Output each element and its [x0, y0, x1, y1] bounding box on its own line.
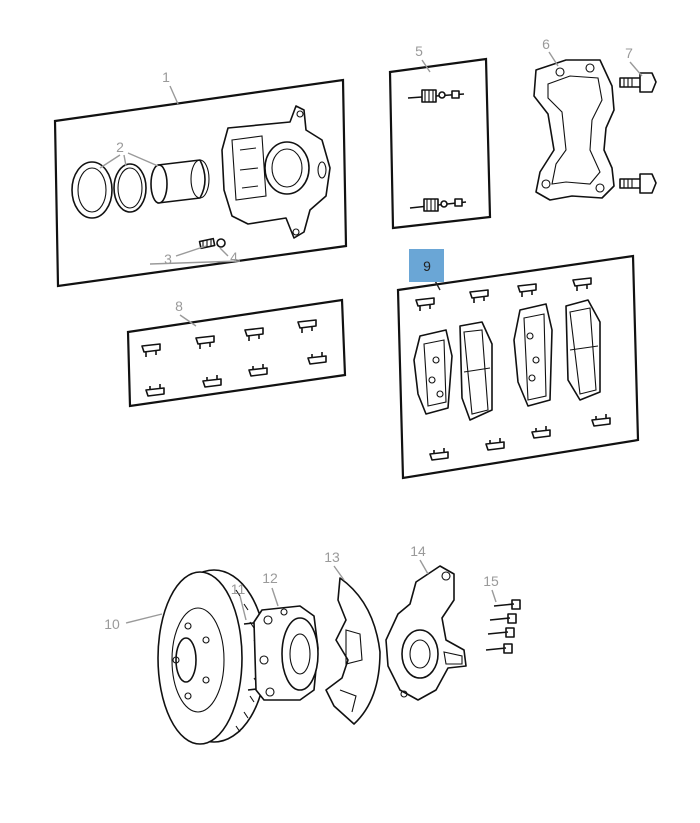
callout-9-highlight [409, 249, 444, 282]
steering-knuckle[interactable] [385, 565, 467, 701]
guide-pin-kit-group[interactable] [388, 57, 492, 230]
callout-1[interactable]: 1 [162, 69, 170, 85]
bracket-bolt-upper [619, 72, 657, 93]
brake-pad-outer-left [413, 329, 453, 415]
splash-shield[interactable] [325, 577, 381, 725]
clip-kit-group[interactable] [126, 298, 347, 408]
piston-seal-inner [113, 163, 147, 213]
bracket-bolt-lower [619, 173, 657, 194]
bracket-bolts[interactable] [619, 72, 657, 194]
guide-pin-panel [388, 57, 492, 230]
brake-pad-kit-group[interactable] [396, 254, 640, 480]
callout-3[interactable]: 3 [164, 251, 172, 267]
callout-5[interactable]: 5 [415, 43, 423, 59]
callout-15[interactable]: 15 [483, 573, 499, 589]
clip-set-9 [415, 277, 611, 461]
brake-pad-outer-right [513, 303, 553, 407]
caliper-group[interactable] [53, 78, 348, 288]
callout-14[interactable]: 14 [410, 543, 426, 559]
callout-7[interactable]: 7 [625, 45, 633, 61]
guide-pin-upper [407, 89, 465, 103]
clip-set-8 [141, 319, 327, 397]
callout-2[interactable]: 2 [116, 139, 124, 155]
knuckle-bolts[interactable] [485, 599, 521, 654]
callout-11[interactable]: 11 [231, 581, 246, 597]
bleeder-cap [216, 238, 226, 248]
caliper-anchor-bracket[interactable] [533, 59, 615, 201]
brake-pad-inner-left [459, 321, 493, 421]
brake-rotor[interactable] [157, 569, 267, 745]
callout-12[interactable]: 12 [262, 570, 278, 586]
caliper-body [221, 105, 331, 239]
clip-panel [126, 298, 347, 408]
guide-pin-lower [409, 198, 467, 212]
callout-labels: 1 2 3 4 5 6 7 8 9 10 11 12 13 14 15 [104, 36, 633, 632]
bleeder-screw [198, 237, 216, 250]
callout-10[interactable]: 10 [104, 616, 120, 632]
callout-8[interactable]: 8 [175, 298, 183, 314]
hub-bearing-assembly[interactable] [253, 605, 319, 701]
brake-pad-inner-right [565, 299, 601, 401]
callout-4[interactable]: 4 [230, 249, 238, 265]
callout-9[interactable]: 9 [423, 258, 431, 274]
piston-seal-outer [71, 161, 113, 219]
callout-13[interactable]: 13 [324, 549, 340, 565]
callout-6[interactable]: 6 [542, 36, 550, 52]
